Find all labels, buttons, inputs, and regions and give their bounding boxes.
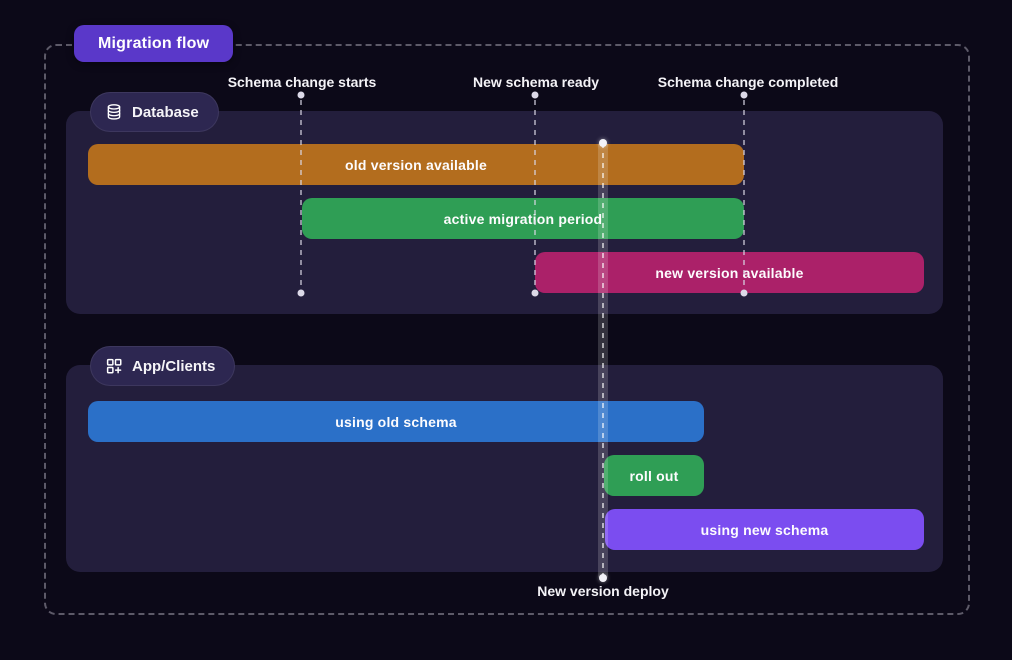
diagram-title-badge: Migration flow xyxy=(74,25,234,62)
milestone-line xyxy=(534,100,536,289)
deploy-marker-band xyxy=(598,143,608,578)
app-clients-badge: App/Clients xyxy=(90,346,236,386)
milestone-dot-top xyxy=(740,91,748,99)
bar-label: roll out xyxy=(629,467,679,484)
bar-roll-out: roll out xyxy=(604,455,704,496)
database-badge-label: Database xyxy=(132,103,199,121)
bar-label: using old schema xyxy=(335,413,457,430)
bar-active-migration-period: active migration period xyxy=(302,198,744,239)
bar-old-version-available: old version available xyxy=(88,144,744,185)
milestone-dot-bottom xyxy=(531,289,539,297)
deploy-dot-top xyxy=(599,139,607,147)
diagram-frame xyxy=(44,44,970,615)
milestone-label-schema-change-completed: Schema change completed xyxy=(657,74,839,90)
deploy-marker-label: New version deploy xyxy=(537,583,669,599)
milestone-dot-top xyxy=(531,91,539,99)
milestone-line xyxy=(300,100,302,289)
milestone-label-new-schema-ready: New schema ready xyxy=(472,74,600,90)
milestone-dot-bottom xyxy=(740,289,748,297)
database-badge: Database xyxy=(90,92,219,132)
milestone-dot-top xyxy=(297,91,305,99)
bar-new-version-available: new version available xyxy=(535,252,924,293)
bar-using-new-schema: using new schema xyxy=(605,509,924,550)
bar-label: active migration period xyxy=(443,210,603,227)
milestone-label-schema-change-starts: Schema change starts xyxy=(227,74,377,90)
bar-label: new version available xyxy=(655,264,804,281)
bar-using-old-schema: using old schema xyxy=(88,401,704,442)
milestone-dot-bottom xyxy=(297,289,305,297)
milestone-line xyxy=(743,100,745,289)
database-icon xyxy=(107,104,121,120)
deploy-dot-bottom xyxy=(599,574,607,582)
bar-label: using new schema xyxy=(700,521,829,538)
apps-icon xyxy=(106,358,122,374)
app-clients-badge-label: App/Clients xyxy=(132,357,216,375)
bar-label: old version available xyxy=(345,156,487,173)
deploy-marker-dashes xyxy=(602,143,604,578)
